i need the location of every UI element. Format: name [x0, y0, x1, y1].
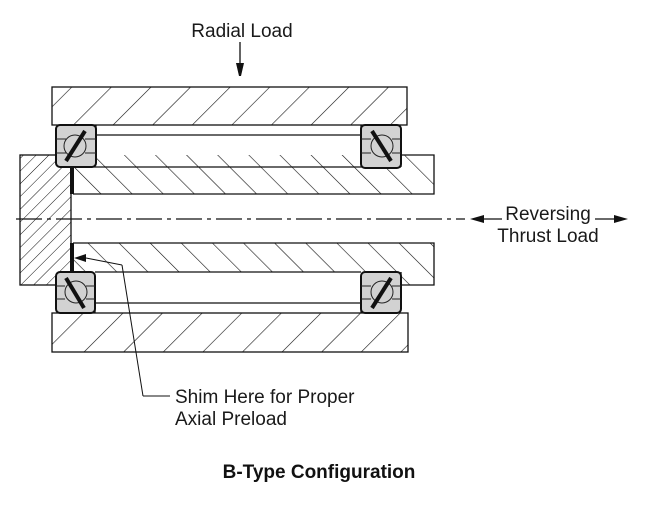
shim-leader-line [74, 254, 170, 397]
thrust-load-arrow-right [595, 215, 628, 223]
bearing-top-left [55, 124, 97, 168]
radial-load-arrow [236, 42, 244, 76]
outer-housing-bottom [51, 312, 409, 353]
shim-label-line2: Axial Preload [175, 409, 287, 430]
outer-housing-top [51, 86, 408, 126]
bearing-bottom-right [360, 271, 402, 314]
thrust-load-label-line2: Thrust Load [497, 226, 598, 247]
end-plate [19, 154, 72, 286]
bearing-bottom-left [55, 271, 96, 314]
radial-load-label: Radial Load [191, 21, 292, 42]
thrust-load-arrow-left [470, 215, 502, 223]
thrust-load-label-line1: Reversing [505, 204, 591, 225]
shim-label-line1: Shim Here for Proper [175, 387, 355, 408]
bearing-top-right [360, 124, 402, 169]
diagram-title: B-Type Configuration [223, 462, 416, 483]
shim [70, 167, 74, 272]
